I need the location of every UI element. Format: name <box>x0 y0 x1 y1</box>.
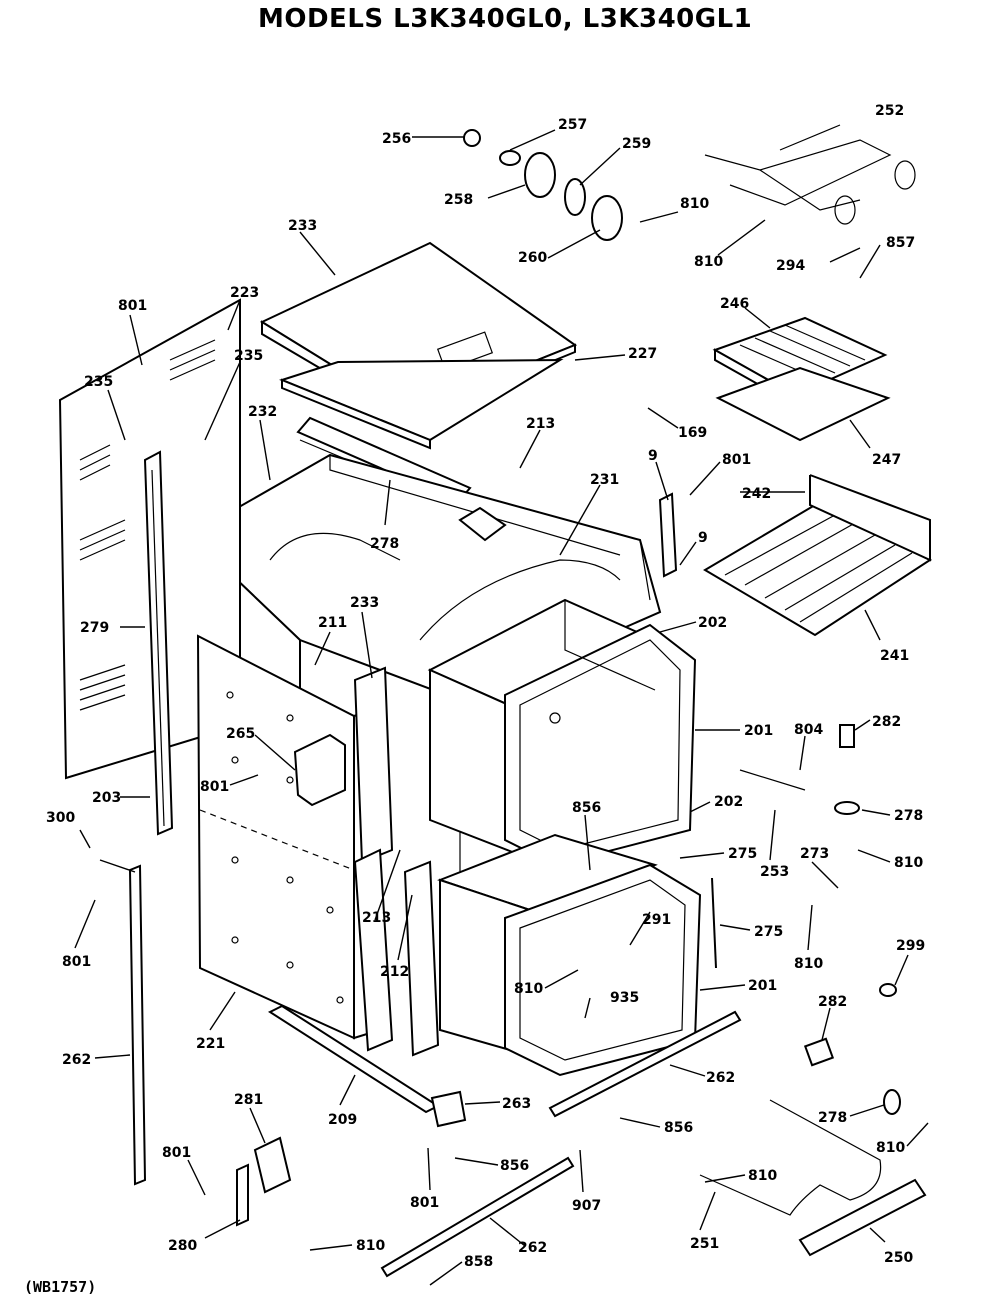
leader-lines <box>74 129 929 1286</box>
bracket-265 <box>293 733 346 807</box>
part-label: 300 <box>46 810 75 826</box>
broil-pan <box>712 316 891 442</box>
part-label: 265 <box>226 726 255 742</box>
part-label: 247 <box>872 452 901 468</box>
hardware-parts <box>658 492 901 1115</box>
part-label: 241 <box>880 648 909 664</box>
upper-oven-liner <box>427 598 697 867</box>
part-label: 211 <box>318 615 347 631</box>
part-label: 810 <box>680 196 709 212</box>
part-label: 9 <box>648 448 658 464</box>
part-label: 273 <box>800 846 829 862</box>
front-panel <box>196 634 382 1040</box>
part-label: 801 <box>200 779 229 795</box>
lower-oven-liner <box>437 833 702 1077</box>
part-label: 856 <box>500 1158 529 1174</box>
part-labels: 252 256 257 259 258 810 810 260 294 857 … <box>46 103 925 1270</box>
part-label: 250 <box>884 1250 913 1266</box>
door-hinge <box>236 1136 292 1227</box>
part-label: 291 <box>642 912 671 928</box>
part-label: 201 <box>748 978 777 994</box>
part-label: 281 <box>234 1092 263 1108</box>
part-label: 258 <box>444 192 473 208</box>
part-label: 242 <box>742 486 771 502</box>
part-label: 275 <box>728 846 757 862</box>
part-label: 801 <box>118 298 147 314</box>
part-label: 231 <box>590 472 619 488</box>
part-label: 253 <box>760 864 789 880</box>
part-label: 801 <box>722 452 751 468</box>
broil-element <box>704 124 916 225</box>
part-label: 801 <box>410 1195 439 1211</box>
trim-strips <box>128 864 742 1278</box>
part-label: 227 <box>628 346 657 362</box>
part-label: 857 <box>886 235 915 251</box>
part-label: 810 <box>356 1238 385 1254</box>
part-label: 801 <box>162 1145 191 1161</box>
bracket-263 <box>430 1090 467 1128</box>
part-label: 223 <box>230 285 259 301</box>
part-label: 278 <box>894 808 923 824</box>
part-label: 260 <box>518 250 547 266</box>
part-label: 257 <box>558 117 587 133</box>
part-label: 299 <box>896 938 925 954</box>
part-label: 209 <box>328 1112 357 1128</box>
part-label: 202 <box>714 794 743 810</box>
part-label: 259 <box>622 136 651 152</box>
drawing-code: (WB1757) <box>24 1278 97 1296</box>
part-label: 810 <box>514 981 543 997</box>
part-label: 221 <box>196 1036 225 1052</box>
part-label: 810 <box>876 1140 905 1156</box>
part-label: 294 <box>776 258 805 274</box>
part-label: 907 <box>572 1198 601 1214</box>
part-label: 282 <box>818 994 847 1010</box>
part-label: 810 <box>894 855 923 871</box>
part-label: 278 <box>818 1110 847 1126</box>
part-label: 262 <box>518 1240 547 1256</box>
part-label: 251 <box>690 1236 719 1252</box>
part-label: 282 <box>872 714 901 730</box>
bake-element <box>699 1099 927 1257</box>
part-label: 246 <box>720 296 749 312</box>
part-label: 801 <box>62 954 91 970</box>
diagram-title: MODELS L3K340GL0, L3K340GL1 <box>258 4 753 34</box>
part-label: 232 <box>248 404 277 420</box>
light-assembly <box>463 129 623 241</box>
part-label: 856 <box>572 800 601 816</box>
part-label: 279 <box>80 620 109 636</box>
part-label: 201 <box>744 723 773 739</box>
part-label: 858 <box>464 1254 493 1270</box>
part-label: 235 <box>234 348 263 364</box>
insulation-pad <box>279 358 564 450</box>
part-label: 212 <box>380 964 409 980</box>
part-label: 262 <box>62 1052 91 1068</box>
part-label: 856 <box>664 1120 693 1136</box>
part-label: 810 <box>794 956 823 972</box>
part-label: 235 <box>84 374 113 390</box>
part-label: 202 <box>698 615 727 631</box>
part-label: 935 <box>610 990 639 1006</box>
oven-rack <box>703 474 933 637</box>
part-label: 256 <box>382 131 411 147</box>
part-label: 810 <box>694 254 723 270</box>
part-label: 280 <box>168 1238 197 1254</box>
part-label: 233 <box>350 595 379 611</box>
part-label: 169 <box>678 425 707 441</box>
part-label: 262 <box>706 1070 735 1086</box>
vertical-channel <box>143 450 174 836</box>
part-label: 233 <box>288 218 317 234</box>
part-label: 213 <box>362 910 391 926</box>
part-label: 213 <box>526 416 555 432</box>
part-label: 804 <box>794 722 823 738</box>
part-label: 278 <box>370 536 399 552</box>
part-label: 275 <box>754 924 783 940</box>
part-label: 252 <box>875 103 904 119</box>
part-label: 263 <box>502 1096 531 1112</box>
part-label: 810 <box>748 1168 777 1184</box>
part-label: 9 <box>698 530 708 546</box>
part-label: 203 <box>92 790 121 806</box>
